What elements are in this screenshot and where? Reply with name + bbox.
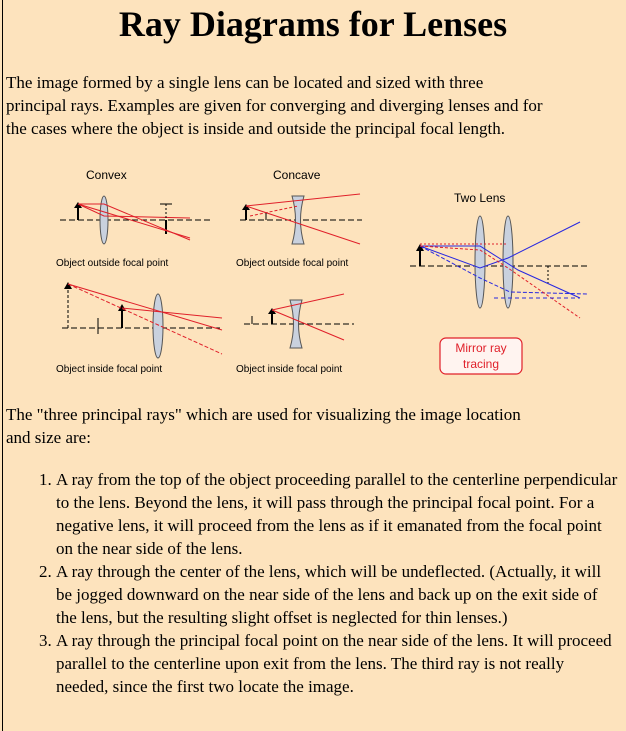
convex-outside-diagram[interactable]: Convex Object outside focal point xyxy=(56,168,210,269)
mirror-ray-tracing-button[interactable]: Mirror ray tracing xyxy=(439,337,523,375)
concave-label: Concave xyxy=(273,168,321,182)
ray-diagram-svg: Convex Object outside focal point Concav… xyxy=(56,168,589,375)
concave-lens xyxy=(291,195,305,245)
convex-inside-diagram[interactable]: Object inside focal point xyxy=(56,282,223,375)
left-border-rule xyxy=(2,0,3,731)
intro-line-2: principal rays. Examples are given for c… xyxy=(6,96,543,115)
ray-diagram-figure[interactable]: Convex Object outside focal point Concav… xyxy=(40,158,600,393)
two-lens-diagram[interactable]: Two Lens xyxy=(410,191,589,319)
list-item: A ray from the top of the object proceed… xyxy=(56,468,620,560)
convex-lens xyxy=(99,195,109,245)
list-item: A ray through the principal focal point … xyxy=(56,629,620,698)
page-title: Ray Diagrams for Lenses xyxy=(118,4,508,44)
principal-rays-list: A ray from the top of the object proceed… xyxy=(0,468,620,698)
caption-convex-inside: Object inside focal point xyxy=(56,364,162,375)
principal-rays-line-1: The "three principal rays" which are use… xyxy=(6,405,521,424)
caption-convex-outside: Object outside focal point xyxy=(56,258,169,269)
intro-paragraph: The image formed by a single lens can be… xyxy=(6,71,626,140)
convex-label: Convex xyxy=(86,168,127,182)
concave-inside-diagram[interactable]: Object inside focal point xyxy=(236,293,354,375)
principal-rays-line-2: and size are: xyxy=(6,428,91,447)
caption-concave-inside: Object inside focal point xyxy=(236,364,342,375)
mirror-button-line-2: tracing xyxy=(463,357,499,371)
principal-rays-intro: The "three principal rays" which are use… xyxy=(6,403,618,449)
intro-line-1: The image formed by a single lens can be… xyxy=(6,73,484,92)
list-item: A ray through the center of the lens, wh… xyxy=(56,560,620,629)
two-lens-label: Two Lens xyxy=(454,191,505,205)
mirror-button-line-1: Mirror ray xyxy=(455,341,506,355)
intro-line-3: the cases where the object is inside and… xyxy=(6,119,505,138)
caption-concave-outside: Object outside focal point xyxy=(236,258,349,269)
concave-outside-diagram[interactable]: Concave Object outside focal point xyxy=(236,168,362,269)
